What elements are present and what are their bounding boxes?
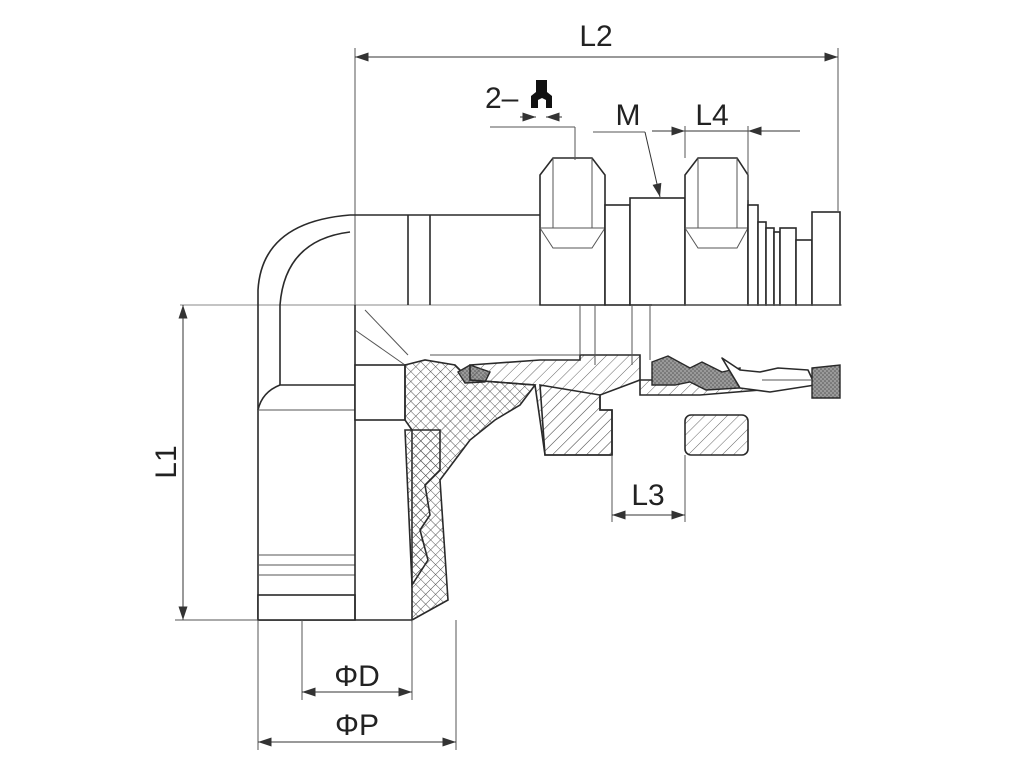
dimension-label-l1: L1 bbox=[150, 445, 183, 478]
dimension-label-phi-p: ΦP bbox=[335, 709, 379, 742]
dimension-m: M bbox=[593, 99, 662, 198]
dimension-label-l4: L4 bbox=[695, 99, 728, 132]
elbow-external-view bbox=[257, 157, 841, 306]
dimension-phi-d: ΦD bbox=[301, 620, 413, 700]
dimension-wrench-width: 2– bbox=[485, 80, 576, 160]
wrench-icon bbox=[531, 80, 552, 108]
dimension-label-l2: L2 bbox=[579, 20, 612, 53]
dimension-l3: L3 bbox=[611, 455, 686, 522]
dimension-label-phi-d: ΦD bbox=[334, 660, 380, 693]
dimension-l4: L4 bbox=[652, 99, 800, 200]
elbow-section-view bbox=[257, 304, 841, 622]
thread-label-m: M bbox=[616, 99, 641, 132]
dimension-label-l3: L3 bbox=[631, 479, 664, 512]
dimension-phi-p: ΦP bbox=[257, 620, 457, 750]
dimension-l2: L2 bbox=[355, 20, 839, 212]
dimension-l1: L1 bbox=[150, 305, 258, 621]
wrench-count-label: 2– bbox=[485, 82, 519, 115]
